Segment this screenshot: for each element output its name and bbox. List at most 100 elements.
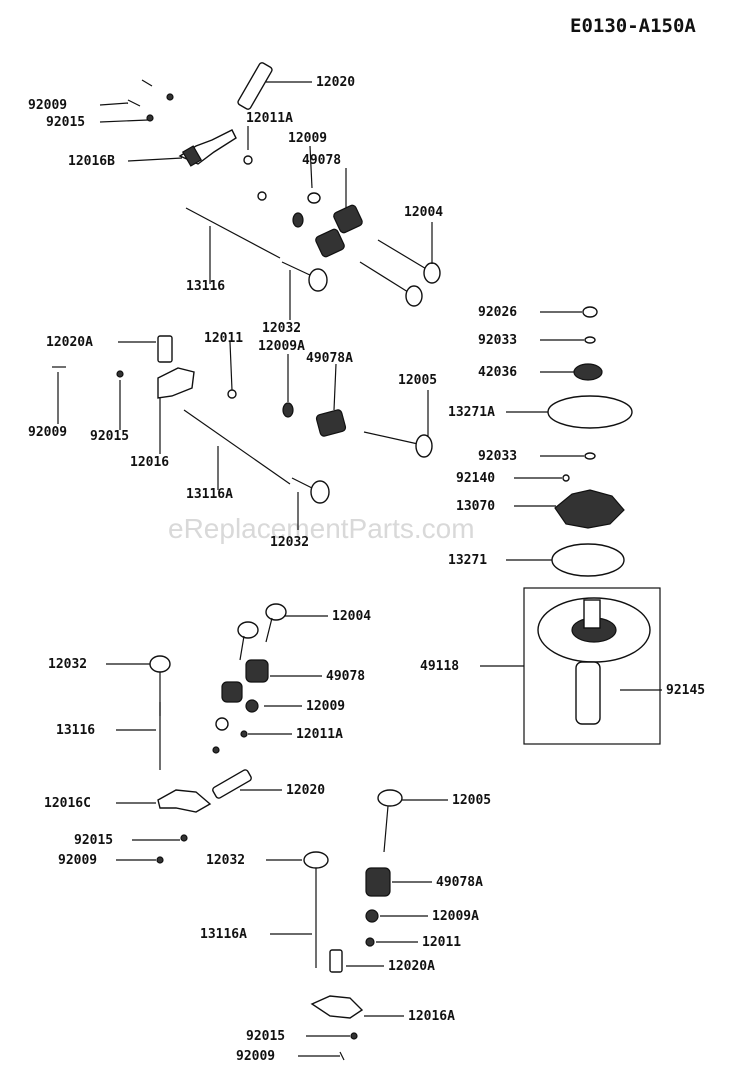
- bearing-part: [573, 363, 603, 381]
- callout: 92015: [74, 833, 113, 848]
- push-rod-part: [185, 207, 281, 259]
- callout: 92026: [478, 305, 517, 320]
- callout: 12009A: [258, 339, 305, 354]
- callout: 12004: [332, 609, 371, 624]
- callout: 92015: [46, 115, 85, 130]
- callout: 12009: [288, 131, 327, 146]
- callout: 49118: [420, 659, 459, 674]
- callout: 12020A: [388, 959, 435, 974]
- collet-part: [282, 402, 294, 418]
- callout: 92009: [28, 98, 67, 113]
- washer-part: [584, 336, 596, 344]
- callout: 12009A: [432, 909, 479, 924]
- washer-part: [146, 114, 154, 122]
- callout: 12016A: [408, 1009, 455, 1024]
- governor-weight-part: [554, 489, 625, 529]
- nut-part: [243, 155, 253, 165]
- bottom-assembly-b: [303, 789, 403, 1061]
- rocker-arm-part: [178, 129, 237, 167]
- callout: 12004: [404, 205, 443, 220]
- nut-part: [227, 389, 237, 399]
- callout: 92145: [666, 683, 705, 698]
- retainer-part: [245, 699, 259, 713]
- valve-spring-part: [245, 659, 269, 683]
- callout: 13271: [448, 553, 487, 568]
- callout: 92033: [478, 449, 517, 464]
- callout: 12011A: [246, 111, 293, 126]
- callout: 12020: [286, 783, 325, 798]
- valve-spring-part: [365, 867, 391, 897]
- callout: 12011: [204, 331, 243, 346]
- push-rod-part: [183, 409, 291, 485]
- callout: 12032: [262, 321, 301, 336]
- callout: 12032: [48, 657, 87, 672]
- callout: 13116: [186, 279, 225, 294]
- callout: 92033: [478, 333, 517, 348]
- leader-lines: [57, 81, 662, 1057]
- pin-part: [127, 79, 153, 107]
- rocker-arm-part: [310, 995, 364, 1019]
- ball-part: [562, 474, 570, 482]
- plate-part: [551, 543, 625, 577]
- pin-part: [339, 1051, 345, 1061]
- nut-part: [257, 191, 267, 201]
- valve-part: [359, 239, 441, 307]
- retainer-part: [307, 192, 321, 204]
- washer-part: [350, 1032, 358, 1040]
- rocker-arm-part: [157, 367, 195, 399]
- pivot-part: [329, 949, 343, 973]
- callout: 12020: [316, 75, 355, 90]
- pivot-part: [212, 769, 252, 799]
- callout: 12005: [398, 373, 437, 388]
- callout: 13070: [456, 499, 495, 514]
- rocker-arm-part: [157, 789, 212, 813]
- valve-part: [237, 603, 287, 661]
- callout: 12016C: [44, 796, 91, 811]
- callout: 12032: [270, 535, 309, 550]
- callout: 49078: [326, 669, 365, 684]
- washer-part: [584, 452, 596, 460]
- callout: 13271A: [448, 405, 495, 420]
- valve-part: [281, 261, 328, 292]
- callout: 12016: [130, 455, 169, 470]
- middle-assembly: [52, 335, 433, 504]
- callout: 12020A: [46, 335, 93, 350]
- washer-part: [116, 370, 124, 378]
- callout: 92009: [236, 1049, 275, 1064]
- valve-spring-part: [221, 681, 243, 703]
- washer-part: [166, 93, 174, 101]
- plate-part: [547, 395, 633, 429]
- valve-part: [303, 851, 329, 900]
- push-rod-part: [237, 62, 273, 110]
- washer-part: [180, 834, 188, 842]
- callout: 92009: [28, 425, 67, 440]
- collet-part: [292, 212, 304, 228]
- callout: 12032: [206, 853, 245, 868]
- callout: 12009: [306, 699, 345, 714]
- pin-part: [156, 856, 164, 864]
- valve-spring-part: [315, 204, 363, 258]
- callout: 49078: [302, 153, 341, 168]
- callout: 92140: [456, 471, 495, 486]
- callout: 13116A: [186, 487, 233, 502]
- callout: 42036: [478, 365, 517, 380]
- callout-labels: 12020 92009 92015 12011A 12009 12016B 49…: [28, 75, 705, 1064]
- callout: 12005: [452, 793, 491, 808]
- callout: 12016B: [68, 154, 115, 169]
- callout: 12011A: [296, 727, 343, 742]
- callout: 12011: [422, 935, 461, 950]
- callout: 13116: [56, 723, 95, 738]
- governor-stack: [523, 306, 661, 745]
- nut-part: [240, 730, 248, 738]
- bottom-assembly-a: [149, 603, 287, 864]
- retainer-part: [365, 909, 379, 923]
- diagram-code: E0130-A150A: [570, 15, 696, 37]
- washer-part: [212, 746, 220, 754]
- callout: 49078A: [436, 875, 483, 890]
- valve-part: [377, 789, 403, 853]
- retainer-part: [215, 717, 229, 731]
- camshaft-part: [537, 597, 651, 725]
- callout: 92015: [246, 1029, 285, 1044]
